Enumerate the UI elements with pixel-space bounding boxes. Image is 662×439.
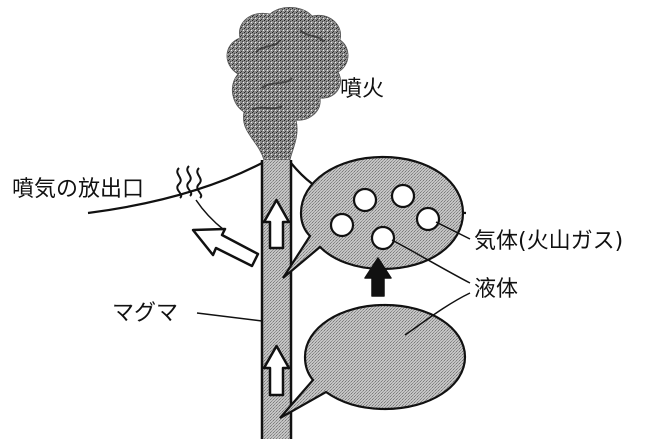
magma-up-arrow-lower bbox=[262, 344, 291, 397]
gas-label: 気体(火山ガス) bbox=[474, 229, 623, 254]
magma-balloon bbox=[279, 303, 467, 419]
liquid-label: 液体 bbox=[474, 277, 518, 302]
gas-bubble bbox=[370, 225, 396, 251]
eruption-plume bbox=[226, 7, 349, 161]
gas-bubble bbox=[390, 183, 416, 209]
leader-lines bbox=[196, 221, 471, 336]
gas-bubble bbox=[352, 187, 378, 213]
steam-icon bbox=[176, 165, 203, 199]
eruption-label: 噴火 bbox=[340, 77, 384, 102]
gas-bubble bbox=[329, 212, 355, 238]
gas-bubble bbox=[415, 206, 441, 232]
magma-label: マグマ bbox=[112, 301, 178, 326]
separation-arrow bbox=[364, 257, 392, 297]
fumarole-label: 噴気の放出口 bbox=[12, 177, 144, 202]
gas-bubble-balloon bbox=[282, 155, 465, 279]
gas-outflow-arrow bbox=[191, 227, 260, 268]
magma-up-arrow-upper bbox=[262, 198, 291, 250]
